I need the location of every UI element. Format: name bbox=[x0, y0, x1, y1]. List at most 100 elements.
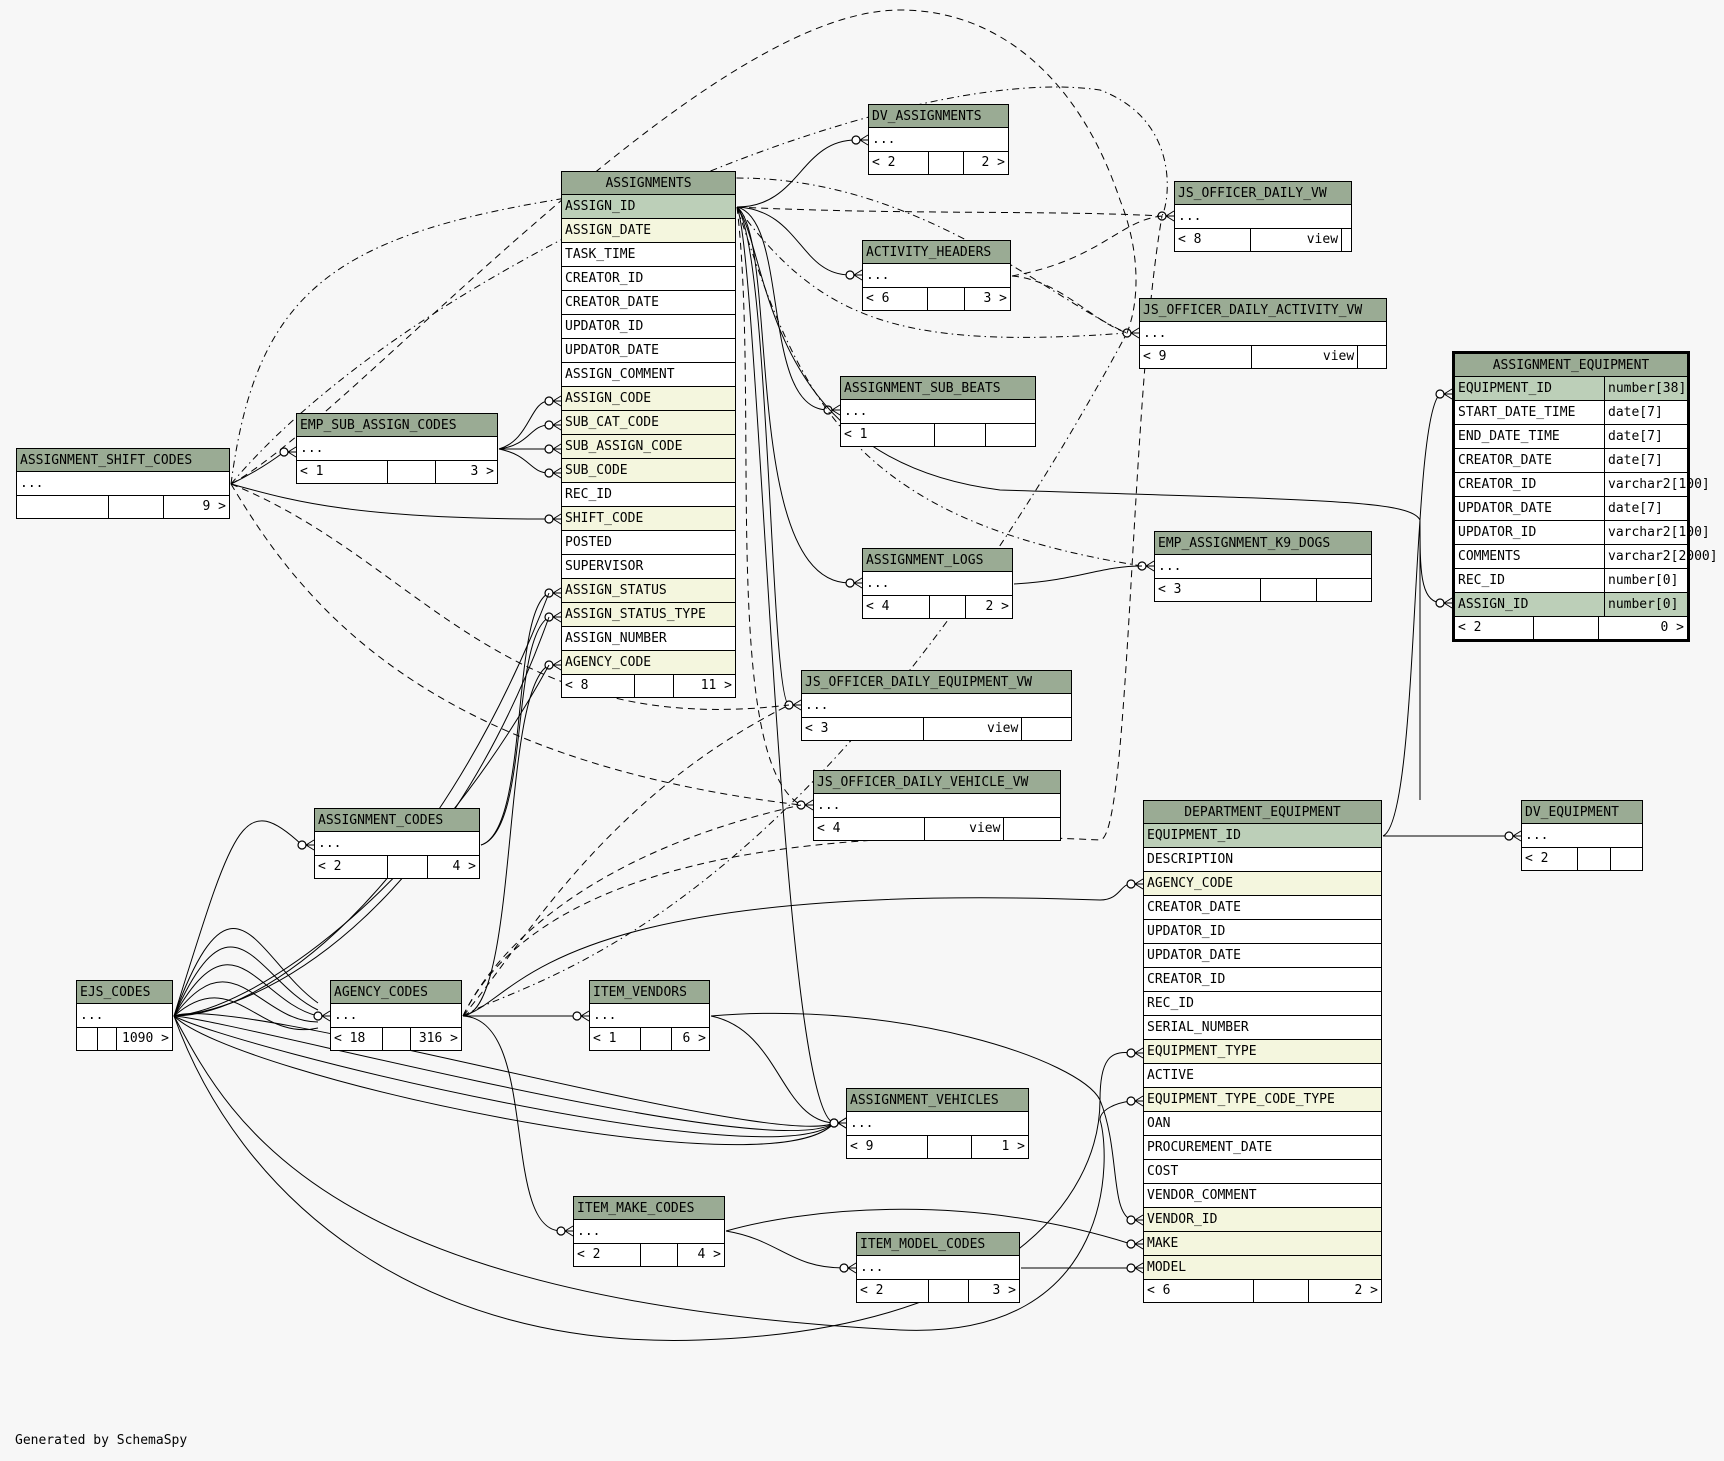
table-title[interactable]: ITEM_MAKE_CODES bbox=[574, 1197, 724, 1220]
parents-link[interactable]: < 2 bbox=[860, 1283, 884, 1298]
column-row[interactable]: SERIAL_NUMBER bbox=[1144, 1016, 1381, 1040]
table-title[interactable]: ASSIGNMENT_EQUIPMENT bbox=[1455, 354, 1687, 377]
column-row[interactable]: ASSIGN_COMMENT bbox=[562, 363, 735, 387]
parents-link[interactable]: < 18 bbox=[334, 1031, 366, 1046]
column-row[interactable]: CREATOR_ID bbox=[1144, 968, 1381, 992]
parents-link[interactable]: < 3 bbox=[1158, 582, 1182, 597]
parents-link[interactable]: < 9 bbox=[850, 1139, 874, 1154]
children-link[interactable]: 1090 > bbox=[116, 1028, 172, 1050]
column-row[interactable]: ASSIGN_NUMBER bbox=[562, 627, 735, 651]
column-row[interactable]: DESCRIPTION bbox=[1144, 848, 1381, 872]
column-row[interactable]: VENDOR_COMMENT bbox=[1144, 1184, 1381, 1208]
table-title[interactable]: ACTIVITY_HEADERS bbox=[863, 241, 1010, 264]
collapsed-columns[interactable]: ... bbox=[331, 1004, 461, 1028]
collapsed-columns[interactable]: ... bbox=[814, 794, 1060, 818]
table-title[interactable]: ASSIGNMENT_CODES bbox=[315, 809, 479, 832]
column-row[interactable]: AGENCY_CODE bbox=[1144, 872, 1381, 896]
table-title[interactable]: ITEM_MODEL_CODES bbox=[857, 1233, 1019, 1256]
table-title[interactable]: ASSIGNMENTS bbox=[562, 172, 735, 195]
parents-link[interactable]: < 6 bbox=[1147, 1283, 1171, 1298]
collapsed-columns[interactable]: ... bbox=[802, 694, 1071, 718]
table-title[interactable]: JS_OFFICER_DAILY_EQUIPMENT_VW bbox=[802, 671, 1071, 694]
collapsed-columns[interactable]: ... bbox=[869, 128, 1008, 152]
column-row[interactable]: SUB_CAT_CODE bbox=[562, 411, 735, 435]
parents-link[interactable]: < 6 bbox=[866, 291, 890, 306]
parents-link[interactable]: < 2 bbox=[318, 859, 342, 874]
column-row[interactable]: ASSIGN_CODE bbox=[562, 387, 735, 411]
parents-link[interactable]: < 1 bbox=[844, 427, 868, 442]
table-title[interactable]: DEPARTMENT_EQUIPMENT bbox=[1144, 801, 1381, 824]
column-row[interactable]: SUB_ASSIGN_CODE bbox=[562, 435, 735, 459]
children-link[interactable]: 316 > bbox=[409, 1028, 461, 1050]
collapsed-columns[interactable]: ... bbox=[863, 572, 1012, 596]
children-link[interactable]: 11 > bbox=[672, 675, 735, 697]
parents-link[interactable]: < 9 bbox=[1143, 349, 1167, 364]
column-row[interactable]: SUB_CODE bbox=[562, 459, 735, 483]
children-link[interactable]: 2 > bbox=[1307, 1280, 1381, 1302]
children-link[interactable]: 3 > bbox=[963, 288, 1010, 310]
collapsed-columns[interactable]: ... bbox=[297, 437, 497, 461]
collapsed-columns[interactable]: ... bbox=[1155, 555, 1371, 579]
column-row[interactable]: COST bbox=[1144, 1160, 1381, 1184]
column-row[interactable]: ASSIGN_DATE bbox=[562, 219, 735, 243]
column-row[interactable]: REC_ID bbox=[562, 483, 735, 507]
collapsed-columns[interactable]: ... bbox=[17, 472, 229, 496]
children-link[interactable]: 4 > bbox=[676, 1244, 724, 1266]
parents-link[interactable]: < 8 bbox=[1178, 232, 1202, 247]
table-title[interactable]: EMP_SUB_ASSIGN_CODES bbox=[297, 414, 497, 437]
parents-link[interactable]: < 2 bbox=[872, 155, 896, 170]
table-title[interactable]: JS_OFFICER_DAILY_VW bbox=[1175, 182, 1351, 205]
column-row[interactable]: ASSIGN_STATUS_TYPE bbox=[562, 603, 735, 627]
column-row[interactable]: REC_ID bbox=[1144, 992, 1381, 1016]
parents-link[interactable]: < 2 bbox=[577, 1247, 601, 1262]
children-link[interactable]: 4 > bbox=[426, 856, 479, 878]
children-link[interactable]: 9 > bbox=[162, 496, 229, 518]
children-link[interactable]: 2 > bbox=[962, 152, 1008, 174]
table-title[interactable]: AGENCY_CODES bbox=[331, 981, 461, 1004]
table-title[interactable]: ASSIGNMENT_SHIFT_CODES bbox=[17, 449, 229, 472]
column-row[interactable]: TASK_TIME bbox=[562, 243, 735, 267]
column-row[interactable]: MAKE bbox=[1144, 1232, 1381, 1256]
column-row[interactable]: ASSIGN_ID bbox=[562, 195, 735, 219]
column-row[interactable]: UPDATOR_DATE bbox=[1144, 944, 1381, 968]
parents-link[interactable]: < 2 bbox=[1525, 851, 1549, 866]
column-row[interactable]: OAN bbox=[1144, 1112, 1381, 1136]
children-link[interactable]: 1 > bbox=[970, 1136, 1028, 1158]
collapsed-columns[interactable]: ... bbox=[77, 1004, 172, 1028]
table-title[interactable]: EMP_ASSIGNMENT_K9_DOGS bbox=[1155, 532, 1371, 555]
table-title[interactable]: EJS_CODES bbox=[77, 981, 172, 1004]
column-row[interactable]: CREATOR_DATE bbox=[1144, 896, 1381, 920]
column-row[interactable]: VENDOR_ID bbox=[1144, 1208, 1381, 1232]
collapsed-columns[interactable]: ... bbox=[1175, 205, 1351, 229]
children-link[interactable]: 3 > bbox=[434, 461, 497, 483]
parents-link[interactable]: < 3 bbox=[805, 721, 829, 736]
column-row[interactable]: CREATOR_ID bbox=[562, 267, 735, 291]
column-row[interactable]: EQUIPMENT_TYPE_CODE_TYPE bbox=[1144, 1088, 1381, 1112]
children-link[interactable]: 3 > bbox=[967, 1280, 1019, 1302]
column-row[interactable]: CREATOR_DATE bbox=[562, 291, 735, 315]
column-row[interactable]: ASSIGN_STATUS bbox=[562, 579, 735, 603]
children-link[interactable]: 2 > bbox=[964, 596, 1012, 618]
column-row[interactable]: AGENCY_CODE bbox=[562, 651, 735, 675]
column-row[interactable]: UPDATOR_DATE bbox=[562, 339, 735, 363]
column-row[interactable]: ACTIVE bbox=[1144, 1064, 1381, 1088]
collapsed-columns[interactable]: ... bbox=[590, 1004, 709, 1028]
table-title[interactable]: ASSIGNMENT_SUB_BEATS bbox=[841, 377, 1035, 400]
collapsed-columns[interactable]: ... bbox=[863, 264, 1010, 288]
table-title[interactable]: ASSIGNMENT_LOGS bbox=[863, 549, 1012, 572]
table-title[interactable]: JS_OFFICER_DAILY_VEHICLE_VW bbox=[814, 771, 1060, 794]
collapsed-columns[interactable]: ... bbox=[1140, 322, 1386, 346]
column-row[interactable]: UPDATOR_ID bbox=[562, 315, 735, 339]
table-title[interactable]: DV_EQUIPMENT bbox=[1522, 801, 1642, 824]
table-title[interactable]: ITEM_VENDORS bbox=[590, 981, 709, 1004]
column-row[interactable]: MODEL bbox=[1144, 1256, 1381, 1280]
